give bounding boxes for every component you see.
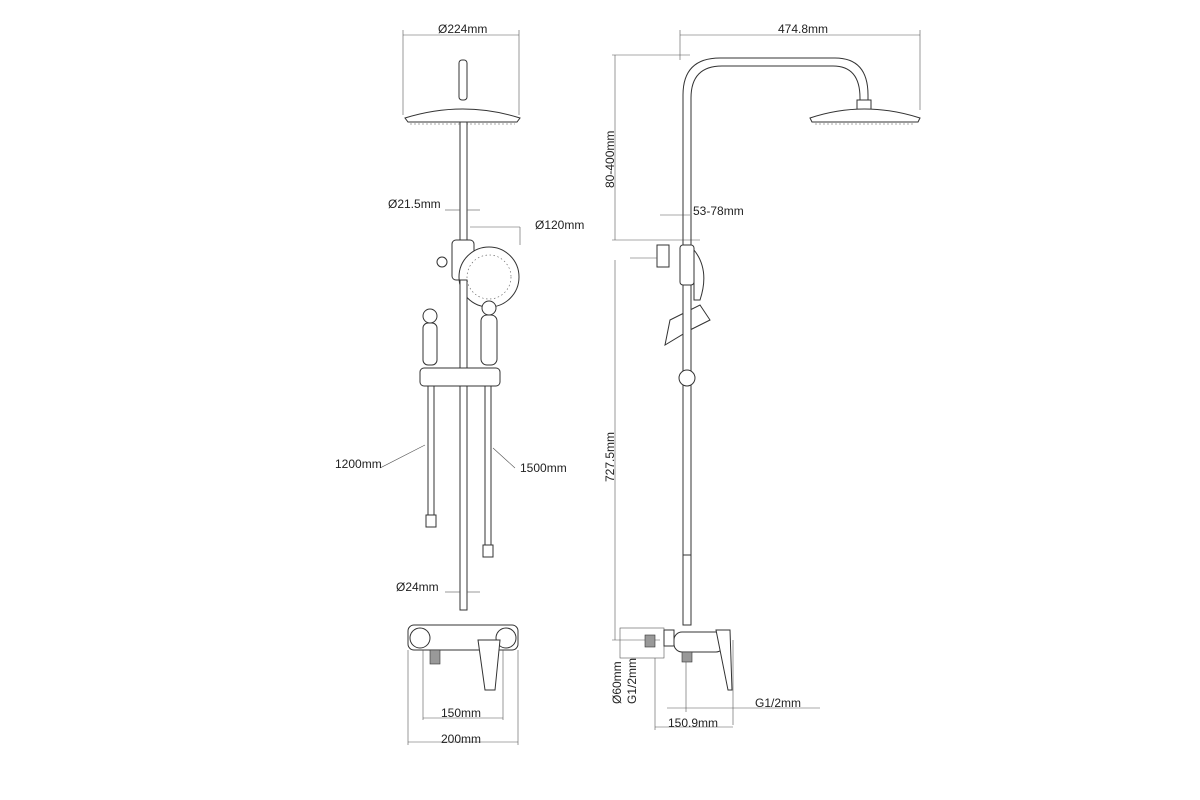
label-lower-pipe-diameter: Ø24mm — [396, 580, 439, 594]
label-mixer-width: 200mm — [441, 732, 482, 746]
rain-shower-head — [404, 108, 521, 123]
label-head-diameter: Ø224mm — [438, 22, 488, 36]
front-view — [379, 30, 521, 745]
label-inlet-thread: G1/2mm — [625, 657, 639, 704]
label-bracket-range: 53-78mm — [693, 204, 744, 218]
label-hand-shower-diameter: Ø120mm — [535, 218, 585, 232]
side-view — [612, 30, 921, 730]
mixer-lever — [477, 639, 501, 691]
upper-pipe — [459, 121, 468, 241]
label-pipe-diameter: Ø21.5mm — [388, 197, 441, 211]
label-projection: 150.9mm — [668, 716, 719, 730]
hand-shower-head — [458, 246, 520, 308]
label-hose-right: 1500mm — [520, 461, 567, 475]
label-hose-left: 1200mm — [335, 457, 382, 471]
label-column-height: 727.5mm — [603, 431, 617, 482]
label-arm-length: 474.8mm — [778, 22, 829, 36]
slide-holder — [419, 367, 501, 387]
side-rain-head — [809, 108, 921, 123]
label-head-height-range: 80-400mm — [603, 130, 617, 188]
label-flange-diameter: Ø60mm — [610, 661, 624, 704]
label-outlet-thread: G1/2mm — [755, 696, 802, 710]
label-inlet-spacing: 150mm — [441, 706, 482, 720]
head-connector — [458, 59, 468, 101]
